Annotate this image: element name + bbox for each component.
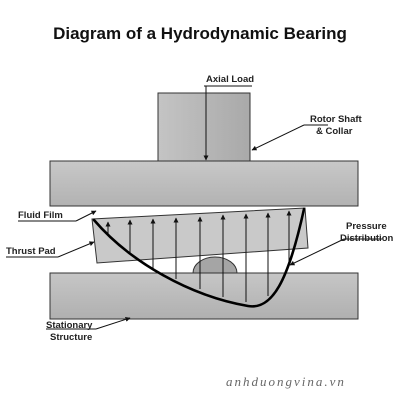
pressure-leader-arrow: [289, 238, 345, 266]
label-thrust-pad: Thrust Pad: [6, 246, 56, 257]
watermark: anhduongvina.vn: [226, 374, 346, 389]
stationary-structure: [49, 272, 359, 320]
label-collar: & Collar: [316, 126, 353, 137]
label-axial-load: Axial Load: [206, 74, 254, 85]
thrust-pad-leader-arrow: [57, 241, 95, 258]
rotor-shaft: [157, 92, 251, 162]
label-stationary: Stationary: [46, 320, 93, 331]
fluid-film-leader-arrow: [75, 210, 97, 222]
label-rotor-shaft: Rotor Shaft: [310, 114, 363, 125]
label-distribution: Distribution: [340, 233, 393, 244]
pad-pivot: [192, 256, 238, 274]
rotor-collar: [49, 160, 359, 207]
diagram-title: Diagram of a Hydrodynamic Bearing: [53, 24, 347, 43]
pressure-arrows: [105, 210, 292, 302]
label-structure: Structure: [50, 332, 92, 343]
pressure-distribution-curve: [92, 207, 306, 308]
stationary-leader-arrow: [95, 317, 131, 330]
label-pressure: Pressure: [346, 221, 387, 232]
label-fluid-film: Fluid Film: [18, 210, 63, 221]
rotor-leader-arrow: [251, 124, 305, 151]
